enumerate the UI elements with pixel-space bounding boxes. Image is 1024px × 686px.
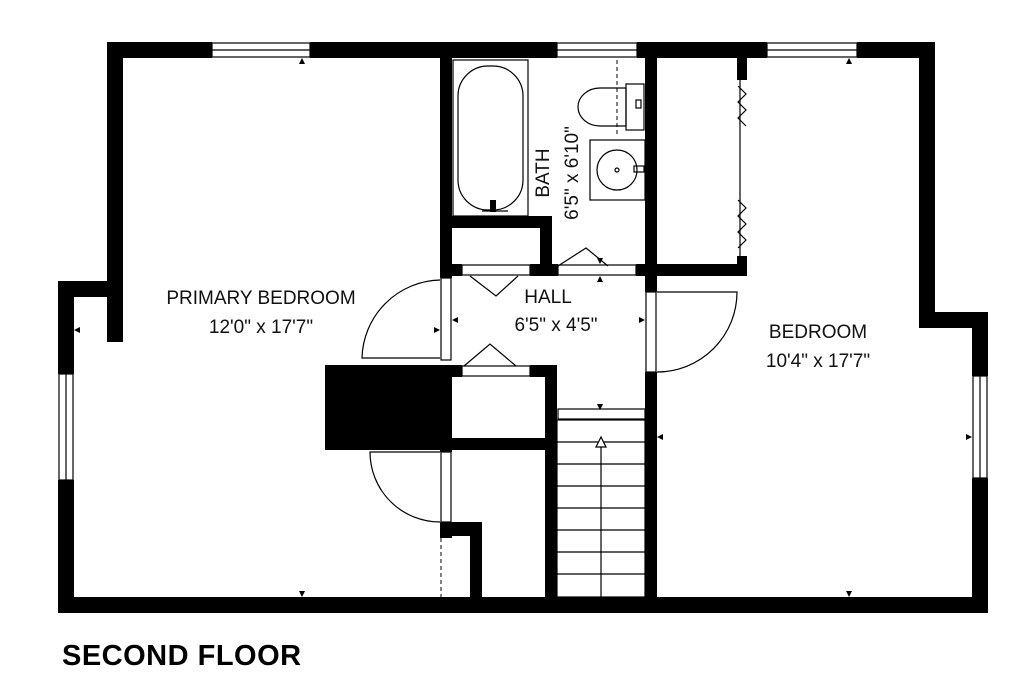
floor-title: SECOND FLOOR (62, 640, 302, 672)
room-name-hall: HALL (524, 287, 572, 308)
room-dimensions-bedroom: 10'4" x 17'7" (766, 351, 870, 372)
wall-primary-east-upper (440, 42, 452, 278)
wall-hall-closet-bottom (440, 438, 557, 450)
door-bath-closet (469, 275, 519, 297)
wall-hall-top-mid (530, 264, 558, 276)
door-bedroom (656, 291, 738, 373)
chimney-block (325, 365, 452, 450)
wall-closet-east-lower (737, 256, 747, 276)
dimension-markers (74, 58, 972, 597)
bath-fixtures (452, 59, 646, 217)
wall-bath-closet-right (540, 216, 552, 274)
wall-bedroom-west-lower (645, 372, 657, 608)
walls (58, 42, 988, 613)
wall-bath-closet-top (440, 216, 552, 228)
wall-closet-east (737, 58, 747, 80)
wall-stair-west (545, 408, 557, 608)
bifold-door-upper (737, 85, 747, 127)
door-primary-bedroom (361, 279, 441, 359)
wall-right-step (919, 312, 988, 328)
sink-icon (589, 139, 646, 201)
doors (361, 247, 738, 597)
wall-left-lower-b (58, 480, 74, 612)
room-dimensions-primary-bedroom: 12'0" x 17'7" (209, 317, 313, 338)
room-name-primary-bedroom: PRIMARY BEDROOM (166, 288, 355, 309)
wall-right-lower-a (972, 312, 988, 376)
wall-top-right (857, 42, 935, 58)
wall-left-lower-a (58, 281, 74, 374)
toilet-icon (577, 87, 627, 127)
door-lower-closet (369, 451, 441, 523)
windows (58, 42, 988, 481)
wall-hall-top-left (440, 264, 462, 276)
stairs (556, 419, 646, 598)
wall-top-mid-left (310, 42, 557, 58)
door-bath (557, 247, 609, 267)
wall-bottom (58, 597, 988, 613)
wall-right-lower-b (972, 478, 988, 613)
stair-direction-arrow (595, 435, 607, 448)
room-name-bath: BATH (533, 148, 554, 197)
door-hall-closet (463, 343, 517, 367)
wall-top-left (107, 42, 212, 58)
wall-right-upper (919, 42, 935, 328)
room-name-bedroom: BEDROOM (769, 322, 867, 343)
wall-closet-bottom (645, 264, 747, 276)
room-dimensions-hall: 6'5" x 4'5" (514, 315, 597, 336)
wall-left-step (58, 281, 123, 297)
wall-left-upper (107, 42, 123, 342)
room-dimensions-bath: 6'5" x 6'10" (562, 126, 583, 220)
bifold-door-lower (737, 199, 747, 249)
wall-bath-east (645, 42, 657, 292)
wall-top-mid-right (637, 42, 767, 58)
wall-lower-closet-east (470, 522, 482, 608)
closet-doors (737, 80, 747, 256)
bathtub-icon (452, 59, 529, 217)
